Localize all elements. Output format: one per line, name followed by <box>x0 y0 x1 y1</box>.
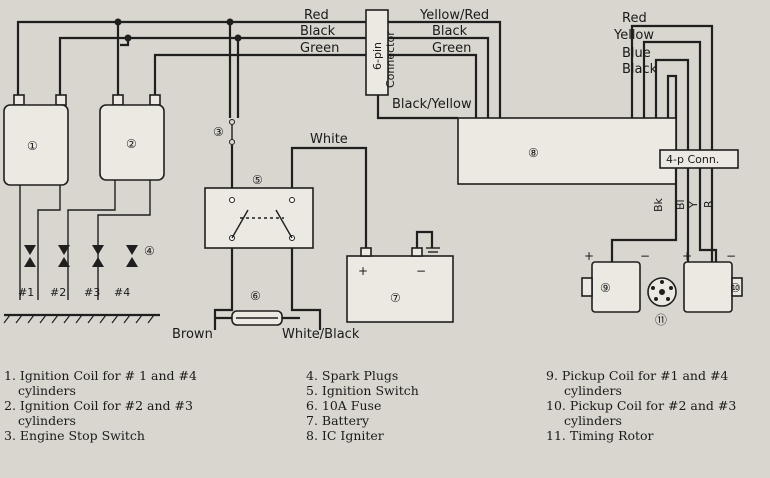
wire-label-r: R <box>702 200 715 208</box>
four-p-label: 4-p Conn. <box>666 153 719 166</box>
timing-rotor: ⑪ <box>647 277 677 327</box>
wire-label-yellow-right: Yellow <box>613 28 654 43</box>
wire-label-bk: Bk <box>652 197 665 212</box>
plug-label-2: #2 <box>50 286 66 299</box>
wire-label-black-mid: Black <box>432 24 468 39</box>
legend-item-1: 1. Ignition Coil for # 1 and #4 <box>4 368 197 383</box>
legend-item-2: 2. Ignition Coil for #2 and #3 <box>4 398 193 413</box>
legend-item-9: 9. Pickup Coil for #1 and #4 <box>546 368 729 383</box>
four-pin-connector: 4-p Conn. Bk Bl Y R <box>610 149 739 262</box>
wire-label-y: Y <box>687 201 700 209</box>
fuse: ⑥ <box>215 289 300 326</box>
battery-minus: − <box>416 264 426 278</box>
callout-9: ⑨ <box>600 281 611 295</box>
plug-label-4: #4 <box>114 286 130 299</box>
legend-item-10-cont: cylinders <box>564 413 622 428</box>
plug-label-1: #1 <box>18 286 34 299</box>
legend-item-11: 11. Timing Rotor <box>546 428 654 443</box>
pickup-coil-2: + − ⑩ <box>682 249 743 313</box>
callout-2: ② <box>126 137 137 151</box>
pickup-minus-left: − <box>640 249 650 263</box>
wire-label-white: White <box>310 132 348 147</box>
battery: + − ⑦ <box>346 230 454 323</box>
wire-label-green-mid: Green <box>432 41 471 56</box>
battery-plus: + <box>358 264 368 278</box>
legend-item-4: 4. Spark Plugs <box>306 368 399 383</box>
callout-4: ④ <box>144 244 155 258</box>
callout-3: ③ <box>213 125 224 139</box>
engine-stop-switch: ③ <box>213 119 235 188</box>
ignition-switch: ⑤ <box>204 146 368 330</box>
wire-label-blue-right: Blue <box>622 46 651 61</box>
callout-8: ⑧ <box>528 146 539 160</box>
wire-label-red: Red <box>304 8 329 23</box>
wire-label-black-right: Black <box>622 62 658 77</box>
callout-1: ① <box>27 139 38 153</box>
legend-item-10: 10. Pickup Coil for #2 and #3 <box>546 398 737 413</box>
legend-item-2-cont: cylinders <box>18 413 76 428</box>
callout-5: ⑤ <box>252 173 263 187</box>
wire-label-black: Black <box>300 24 336 39</box>
callout-7: ⑦ <box>390 291 401 305</box>
ignition-coil-2: ② <box>67 94 165 300</box>
pickup-minus-right: − <box>726 249 736 263</box>
legend-item-9-cont: cylinders <box>564 383 622 398</box>
legend-col-1: 1. Ignition Coil for # 1 and #4 cylinder… <box>4 368 197 443</box>
legend: 1. Ignition Coil for # 1 and #4 cylinder… <box>0 368 770 478</box>
pickup-coil-1: + − ⑨ <box>581 249 650 313</box>
legend-col-3: 9. Pickup Coil for #1 and #4 cylinders 1… <box>546 368 736 443</box>
legend-item-6: 6. 10A Fuse <box>306 398 382 413</box>
callout-11: ⑪ <box>655 313 667 327</box>
legend-item-3: 3. Engine Stop Switch <box>4 428 145 443</box>
callout-10: ⑩ <box>730 281 741 295</box>
wire-label-yellow-red: Yellow/Red <box>419 8 489 23</box>
spark-plugs: ④ #1 #2 #3 #4 <box>3 244 160 324</box>
six-pin-connector: 6-pin Connector <box>365 9 397 96</box>
ignition-coil-1: ① <box>3 94 69 300</box>
legend-item-1-cont: cylinders <box>18 383 76 398</box>
connector-label: Connector <box>384 31 397 88</box>
legend-item-5: 5. Ignition Switch <box>306 383 419 398</box>
pickup-plus-right: + <box>682 249 692 263</box>
callout-6: ⑥ <box>250 289 261 303</box>
main-harness <box>16 18 714 150</box>
legend-item-7: 7. Battery <box>306 413 370 428</box>
ic-igniter: ⑧ <box>457 117 677 185</box>
wire-label-black-yellow: Black/Yellow <box>392 97 472 112</box>
wire-label-green: Green <box>300 41 339 56</box>
wire-label-bl: Bl <box>674 199 687 210</box>
wire-label-brown: Brown <box>172 327 213 342</box>
six-pin-label: 6-pin <box>371 42 384 70</box>
wire-label-red-right: Red <box>622 11 647 26</box>
plug-label-3: #3 <box>84 286 100 299</box>
pickup-plus-left: + <box>584 249 594 263</box>
legend-item-8: 8. IC Igniter <box>306 428 384 443</box>
wire-label-white-black: White/Black <box>282 327 360 342</box>
legend-col-2: 4. Spark Plugs 5. Ignition Switch 6. 10A… <box>306 368 419 443</box>
